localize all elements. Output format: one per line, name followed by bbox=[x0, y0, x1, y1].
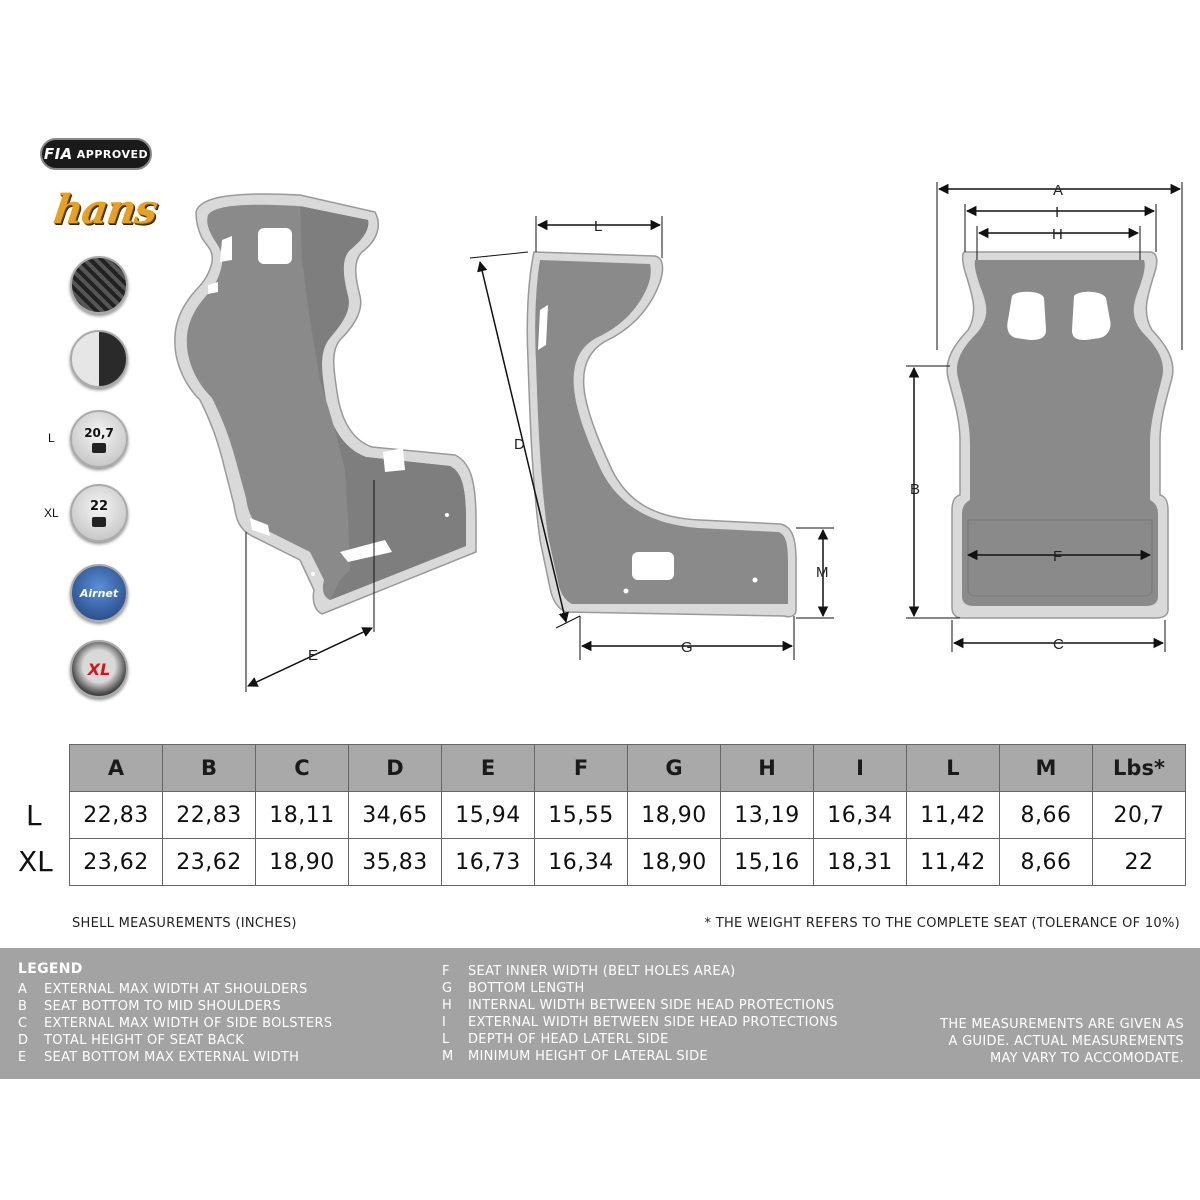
weight-XL-value: 22 bbox=[89, 499, 109, 514]
table-cell: 16,34 bbox=[813, 791, 907, 839]
measurements-table: A B C D E F G H I L M Lbs* 22,83 22,83 1… bbox=[69, 744, 1186, 886]
dim-label-M: M bbox=[816, 564, 829, 581]
col-header-E: E bbox=[441, 744, 535, 792]
table-cell: 18,90 bbox=[255, 838, 349, 886]
row-label-L: L bbox=[26, 799, 42, 832]
legend-title: LEGEND bbox=[18, 961, 83, 977]
col-header-I: I bbox=[813, 744, 907, 792]
weight-XL-size-label: XL bbox=[44, 506, 59, 520]
table-cell: 34,65 bbox=[348, 791, 442, 839]
col-header-L: L bbox=[906, 744, 1000, 792]
table-cell: 22,83 bbox=[69, 791, 163, 839]
table-cell: 15,55 bbox=[534, 791, 628, 839]
shell-material-icon bbox=[70, 330, 128, 388]
table-cell: 11,42 bbox=[906, 838, 1000, 886]
col-header-M: M bbox=[999, 744, 1093, 792]
col-header-B: B bbox=[162, 744, 256, 792]
weight-L-value: 20,7 bbox=[84, 425, 114, 440]
table-cell: 15,94 bbox=[441, 791, 535, 839]
weight-note: * THE WEIGHT REFERS TO THE COMPLETE SEAT… bbox=[704, 916, 1180, 931]
seat-dimension-diagram: E L D M G bbox=[174, 182, 1183, 692]
table-cell: 16,73 bbox=[441, 838, 535, 886]
dim-label-I: I bbox=[1055, 204, 1059, 221]
col-header-H: H bbox=[720, 744, 814, 792]
table-row: 23,62 23,62 18,90 35,83 16,73 16,34 18,9… bbox=[69, 838, 1186, 886]
dim-label-A: A bbox=[1053, 182, 1063, 199]
table-cell: 8,66 bbox=[999, 791, 1093, 839]
table-cell: 23,62 bbox=[69, 838, 163, 886]
table-row: 22,83 22,83 18,11 34,65 15,94 15,55 18,9… bbox=[69, 791, 1186, 839]
xl-size-badge: XL bbox=[70, 640, 128, 698]
fia-approved-badge: FIA APPROVED bbox=[40, 138, 152, 170]
seat-front-view: A I H B F C bbox=[906, 182, 1183, 653]
weight-L-size-label: L bbox=[48, 431, 55, 445]
dim-label-D: D bbox=[514, 436, 525, 453]
disclaimer-line: A GUIDE. ACTUAL MEASUREMENTS bbox=[948, 1034, 1184, 1049]
table-cell: 18,11 bbox=[255, 791, 349, 839]
col-header-G: G bbox=[627, 744, 721, 792]
seat-side-view: L D M G bbox=[469, 216, 834, 660]
fia-logo-text: FIA bbox=[43, 145, 73, 163]
disclaimer-line: THE MEASUREMENTS ARE GIVEN AS bbox=[940, 1017, 1184, 1032]
table-cell: 18,31 bbox=[813, 838, 907, 886]
table-cell: 11,42 bbox=[906, 791, 1000, 839]
weight-block-icon bbox=[92, 442, 106, 453]
shell-measurements-note: SHELL MEASUREMENTS (INCHES) bbox=[72, 916, 297, 931]
table-cell: 18,90 bbox=[627, 838, 721, 886]
weight-L-icon: 20,7 bbox=[70, 410, 128, 468]
col-header-A: A bbox=[69, 744, 163, 792]
carbon-fiber-icon bbox=[70, 256, 128, 314]
seat-perspective-view: E bbox=[174, 193, 477, 692]
dim-label-L-depth: L bbox=[594, 218, 602, 235]
row-label-XL: XL bbox=[18, 845, 53, 878]
legend-disclaimer: THE MEASUREMENTS ARE GIVEN AS A GUIDE. A… bbox=[940, 1016, 1184, 1067]
dim-label-E: E bbox=[308, 647, 318, 664]
dim-label-G: G bbox=[681, 639, 693, 656]
dim-label-C: C bbox=[1053, 636, 1064, 653]
table-cell: 35,83 bbox=[348, 838, 442, 886]
table-cell: 23,62 bbox=[162, 838, 256, 886]
col-header-lbs: Lbs* bbox=[1092, 744, 1186, 792]
table-cell: 20,7 bbox=[1092, 791, 1186, 839]
table-cell: 22 bbox=[1092, 838, 1186, 886]
dim-label-F: F bbox=[1053, 548, 1062, 565]
col-header-C: C bbox=[255, 744, 349, 792]
table-cell: 22,83 bbox=[162, 791, 256, 839]
table-cell: 18,90 bbox=[627, 791, 721, 839]
table-cell: 16,34 bbox=[534, 838, 628, 886]
table-cell: 13,19 bbox=[720, 791, 814, 839]
dim-label-H: H bbox=[1052, 226, 1063, 243]
weight-block-icon bbox=[92, 517, 106, 527]
airnet-badge: Airnet bbox=[70, 564, 128, 622]
table-cell: 8,66 bbox=[999, 838, 1093, 886]
weight-XL-icon: 22 bbox=[70, 484, 128, 542]
table-cell: 15,16 bbox=[720, 838, 814, 886]
disclaimer-line: MAY VARY TO ACCOMODATE. bbox=[989, 1051, 1184, 1066]
table-header-row: A B C D E F G H I L M Lbs* bbox=[69, 744, 1186, 792]
col-header-D: D bbox=[348, 744, 442, 792]
dim-label-B: B bbox=[910, 481, 920, 498]
fia-approved-text: APPROVED bbox=[76, 147, 149, 161]
col-header-F: F bbox=[534, 744, 628, 792]
